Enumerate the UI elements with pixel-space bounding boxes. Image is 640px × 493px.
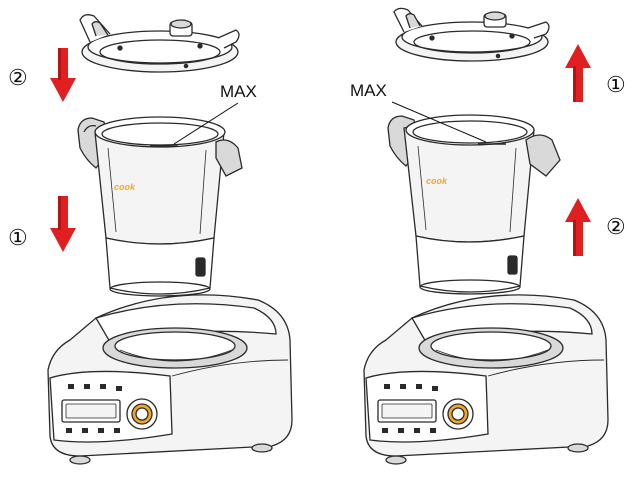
bowl-right	[387, 114, 561, 295]
base-left	[47, 294, 293, 465]
base-right	[363, 294, 609, 465]
bowl-left	[77, 116, 243, 297]
arrow-down-lid-left	[50, 48, 76, 102]
left-assembly: cook MAX	[8, 14, 293, 465]
brand-logo-left: cook	[114, 182, 136, 192]
step-one-marker-left: ①	[8, 225, 28, 250]
step-two-marker-right: ②	[606, 214, 626, 239]
lid-right	[393, 7, 550, 62]
step-one-marker-right: ①	[606, 72, 626, 97]
right-assembly: cook MAX ①	[350, 7, 626, 465]
lid-left	[79, 14, 240, 73]
max-leader-left	[173, 102, 239, 145]
max-label-right: MAX	[350, 81, 387, 100]
max-leader-right	[391, 101, 487, 143]
arrow-up-bowl-right	[565, 198, 591, 256]
brand-logo-right: cook	[426, 176, 448, 186]
arrow-up-lid-right	[565, 44, 591, 102]
max-label-left: MAX	[220, 82, 257, 101]
step-two-marker-left: ②	[8, 65, 28, 90]
arrow-down-bowl-left	[50, 196, 76, 252]
